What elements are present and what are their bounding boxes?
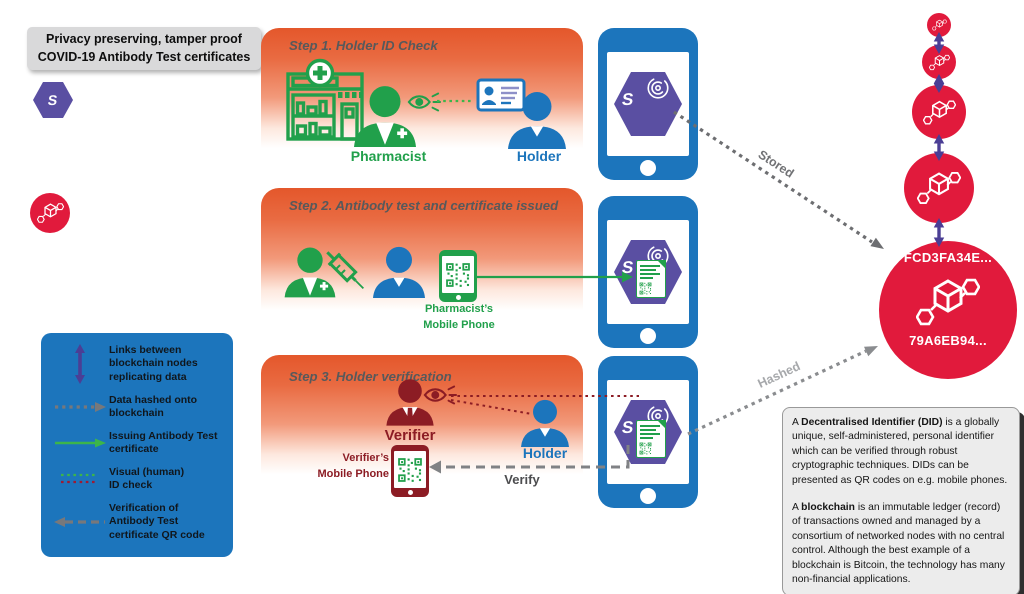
smartphone-1: S (598, 28, 698, 180)
holder-label: Holder (522, 445, 568, 461)
step1-title: Step 1. Holder ID Check (289, 38, 438, 53)
holder-person-icon (508, 92, 566, 149)
sovrin-s-logo-icon: S (620, 90, 635, 109)
phone-screen: S (607, 380, 689, 484)
stored-arrow (673, 110, 884, 249)
blockchain-definition: A blockchain is an immutable ledger (rec… (792, 502, 1005, 586)
sovrin-s-logo-icon: S (620, 258, 635, 277)
certificate-icon (636, 420, 666, 458)
step2-panel: Step 2. Antibody test and certificate is… (261, 188, 583, 345)
blockchain-cubes-icon (916, 276, 980, 328)
wallet-hexagon-icon: S (614, 240, 682, 304)
step1-panel: Step 1. Holder ID Check (261, 28, 583, 182)
phone-home-button (640, 160, 656, 176)
blockchain-node-icon (30, 193, 70, 233)
eye-check-icon (423, 385, 457, 405)
verifier-person-icon (386, 379, 434, 426)
syringe-icon (326, 251, 365, 290)
sovrin-s-logo-icon: S (620, 418, 635, 437)
phone-home-dot-icon (407, 490, 413, 495)
pharmacist-person-icon (284, 247, 336, 298)
certificate-icon (636, 260, 666, 298)
phone-screen: S (607, 52, 689, 156)
did-hash-top: FCD3FA34E... (903, 250, 993, 265)
id-card-icon (476, 78, 526, 112)
verifier-phone-icon (391, 445, 429, 497)
legend-item-id-check: Visual (human) ID check (51, 466, 227, 493)
legend-label: Links between blockchain nodes replicati… (109, 343, 198, 383)
qr-code-icon (639, 282, 652, 295)
hashed-flow-label: Hashed (755, 359, 803, 391)
step2-title: Step 2. Antibody test and certificate is… (289, 198, 559, 213)
blockchain-node-icon (904, 153, 974, 223)
step3-panel: Step 3. Holder verification Verifier Hol… (261, 355, 583, 508)
blockchain-cubes-icon (37, 202, 64, 224)
definitions-info-box: A Decentralised Identifier (DID) is a gl… (782, 407, 1020, 594)
dotted-id-check-lines-icon (51, 471, 109, 487)
sovrin-hexagon-icon: S (33, 82, 73, 118)
legend-box: Links between blockchain nodes replicati… (41, 333, 233, 557)
blockchain-node-icon (922, 45, 956, 79)
double-arrow-vertical-icon (51, 343, 109, 385)
page-title: Privacy preserving, tamper proof COVID-1… (27, 27, 261, 70)
legend-label: Issuing Antibody Test certificate (109, 429, 218, 456)
legend-item-verification: Verification of Antibody Test certificat… (51, 502, 227, 542)
legend-item-hashed: Data hashed onto blockchain (51, 394, 227, 421)
smartphone-3: S (598, 356, 698, 508)
wallet-hexagon-icon: S (614, 400, 682, 464)
legend-label: Verification of Antibody Test certificat… (109, 501, 205, 541)
solid-arrow-right-icon (51, 436, 109, 450)
phone-home-button (640, 328, 656, 344)
phone-home-button (640, 488, 656, 504)
qr-code-icon (445, 262, 471, 288)
pharmacist-phone-label: Pharmacist’s Mobile Phone (423, 303, 495, 331)
did-hash-bottom: 79A6EB94... (909, 333, 987, 348)
pharmacist-phone-icon (439, 250, 477, 302)
sovrin-s-logo-icon: S (47, 92, 59, 108)
holder-person-icon (373, 246, 425, 298)
pharmacist-label: Pharmacist (350, 148, 427, 164)
legend-label: Data hashed onto blockchain (109, 394, 198, 420)
qr-code-icon (397, 457, 423, 483)
verifier-label: Verifier (384, 427, 436, 444)
blockchain-node-icon (912, 85, 966, 139)
fingerprint-icon (645, 75, 671, 101)
phone-home-dot-icon (455, 295, 461, 300)
legend-label: Visual (human) ID check (109, 465, 185, 492)
holder-person-icon (521, 399, 569, 447)
verifier-phone-label: Verifier’s Mobile Phone (317, 452, 390, 480)
phone-screen: S (607, 220, 689, 324)
legend-item-issuing: Issuing Antibody Test certificate (51, 430, 227, 457)
pharmacy-storefront-icon (286, 58, 364, 141)
legend-item-links: Links between blockchain nodes replicati… (51, 343, 227, 385)
pharmacist-person-icon (354, 86, 416, 147)
stored-flow-label: Stored (755, 147, 797, 181)
qr-code-icon (639, 442, 652, 455)
dotted-arrow-right-icon (51, 400, 109, 414)
verify-label: Verify (504, 472, 540, 487)
smartphone-2: S (598, 196, 698, 348)
dashed-arrow-left-icon (51, 515, 109, 529)
eye-check-icon (407, 92, 441, 112)
wallet-hexagon-icon: S (614, 72, 682, 136)
holder-label: Holder (516, 148, 562, 164)
did-definition: A Decentralised Identifier (DID) is a gl… (792, 417, 1008, 486)
blockchain-node-icon (927, 13, 951, 37)
